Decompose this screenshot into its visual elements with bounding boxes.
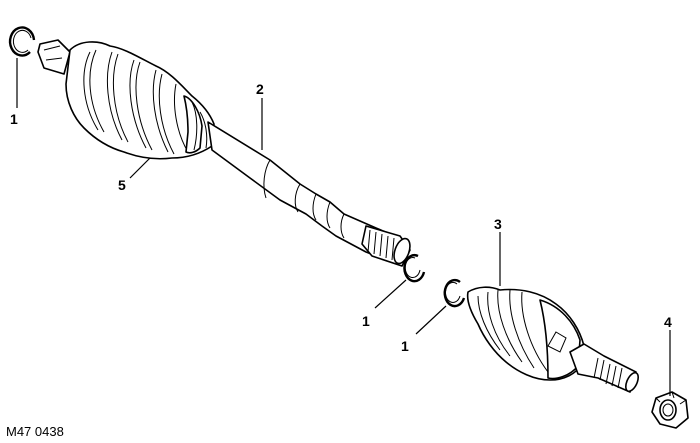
inner-cv-joint-boot <box>37 39 215 160</box>
hub-nut <box>651 391 689 429</box>
callout-3-outer-cv-joint: 3 <box>494 216 502 232</box>
callout-1-snap-ring-center: 1 <box>362 313 370 329</box>
callout-1-snap-ring-left: 1 <box>10 111 18 127</box>
figure-reference: M47 0438 <box>6 424 64 439</box>
leader-lines <box>16 58 671 396</box>
callout-4-hub-nut: 4 <box>664 314 672 330</box>
snap-ring-outer-cv <box>443 278 466 308</box>
snap-ring-inner-left <box>8 26 36 57</box>
callout-1-snap-ring-right: 1 <box>401 338 409 354</box>
callout-5-inner-boot: 5 <box>118 177 126 193</box>
drive-shaft <box>207 121 411 267</box>
snap-ring-shaft-end <box>403 254 426 283</box>
outer-cv-joint-boot <box>466 286 639 393</box>
callout-2-drive-shaft: 2 <box>256 81 264 97</box>
